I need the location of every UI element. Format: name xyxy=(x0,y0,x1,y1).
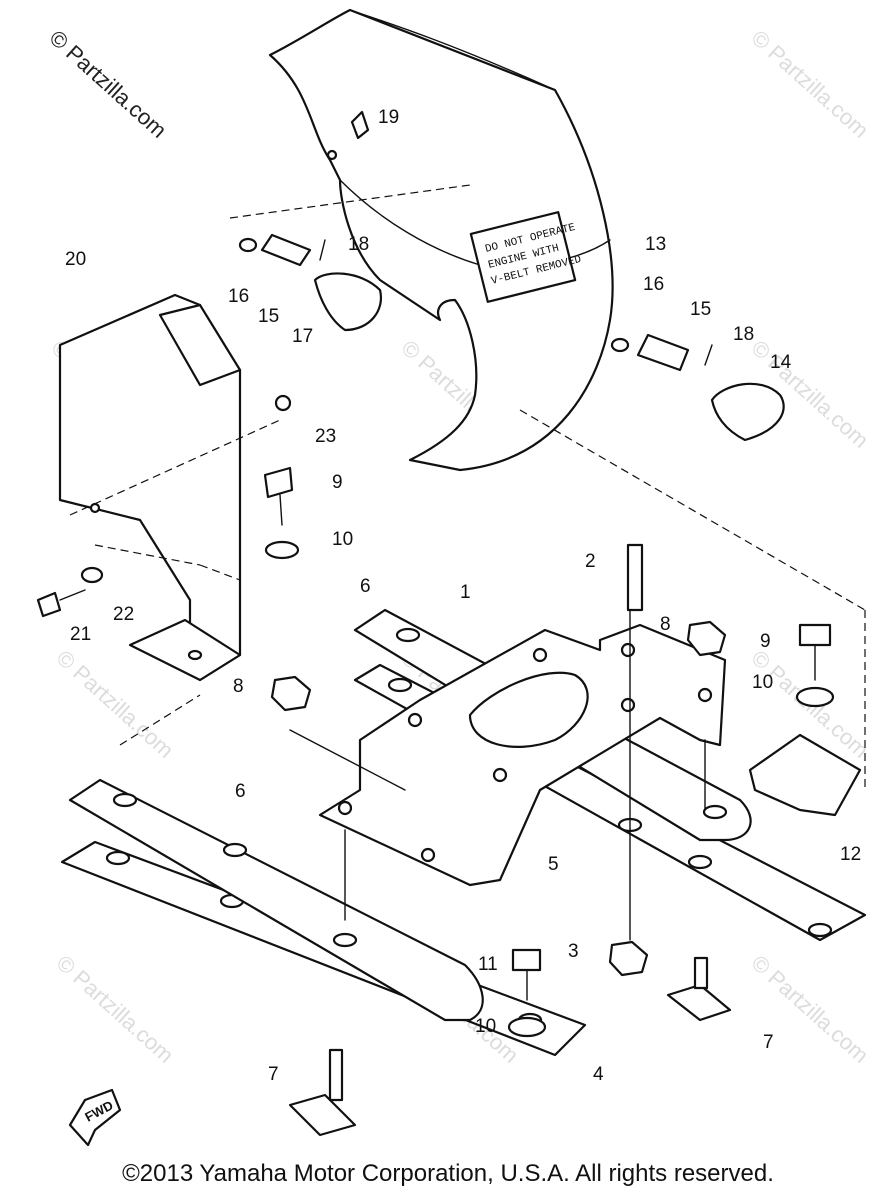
watermark-repeat: © Partzilla.com xyxy=(52,950,179,1068)
callout-16-right: 16 xyxy=(643,274,664,295)
callout-15-right: 15 xyxy=(690,299,711,320)
callout-4: 4 xyxy=(593,1064,604,1085)
callouts: 1 2 3 4 5 6 6 7 7 8 8 9 9 10 10 10 11 12… xyxy=(65,107,861,1085)
callout-10-lower: 10 xyxy=(475,1016,496,1037)
callout-15-left: 15 xyxy=(258,306,279,327)
dashed-leaders xyxy=(69,184,866,941)
callout-21: 21 xyxy=(70,624,91,645)
callout-11: 11 xyxy=(478,954,498,975)
callout-1: 1 xyxy=(460,582,471,603)
callout-2: 2 xyxy=(585,551,596,572)
callout-23: 23 xyxy=(315,426,336,447)
callout-22: 22 xyxy=(113,604,134,625)
callout-8-right: 8 xyxy=(660,614,671,635)
hardware xyxy=(36,110,862,1137)
callout-18-left: 18 xyxy=(348,234,369,255)
callout-9-right: 9 xyxy=(760,631,771,652)
callout-9-upper: 9 xyxy=(332,472,343,493)
callout-20: 20 xyxy=(65,249,86,270)
callout-7-left: 7 xyxy=(268,1064,279,1085)
watermark-repeat: © Partzilla.com xyxy=(747,25,874,143)
callout-13: 13 xyxy=(645,234,666,255)
hood-latch-left xyxy=(238,233,383,332)
watermark-repeat: © Partzilla.com xyxy=(52,645,179,763)
part-20-side-bracket xyxy=(58,293,242,682)
callout-3: 3 xyxy=(568,941,579,962)
callout-19: 19 xyxy=(378,107,399,128)
copyright-footer: ©2013 Yamaha Motor Corporation, U.S.A. A… xyxy=(122,1160,774,1187)
callout-7-right: 7 xyxy=(763,1032,774,1053)
callout-6-lower: 6 xyxy=(235,781,246,802)
part-1-mounting-bracket xyxy=(318,623,727,887)
callout-8-left: 8 xyxy=(233,676,244,697)
callout-5: 5 xyxy=(548,854,559,875)
callout-12: 12 xyxy=(840,844,861,865)
callout-17: 17 xyxy=(292,326,313,347)
watermark-main: © Partzilla.com xyxy=(45,25,172,143)
hood-latch-right xyxy=(610,333,785,442)
fwd-arrow: FWD xyxy=(68,1088,122,1147)
callout-10-upper: 10 xyxy=(332,529,353,550)
callout-10-right: 10 xyxy=(752,672,773,693)
callout-16-left: 16 xyxy=(228,286,249,307)
callout-6-upper: 6 xyxy=(360,576,371,597)
part-13-belt-guard-hood: DO NOT OPERATE ENGINE WITH V-BELT REMOVE… xyxy=(268,8,614,472)
callout-14: 14 xyxy=(770,352,792,373)
part-6-lower-strip xyxy=(68,778,484,1022)
callout-18-right: 18 xyxy=(733,324,754,345)
